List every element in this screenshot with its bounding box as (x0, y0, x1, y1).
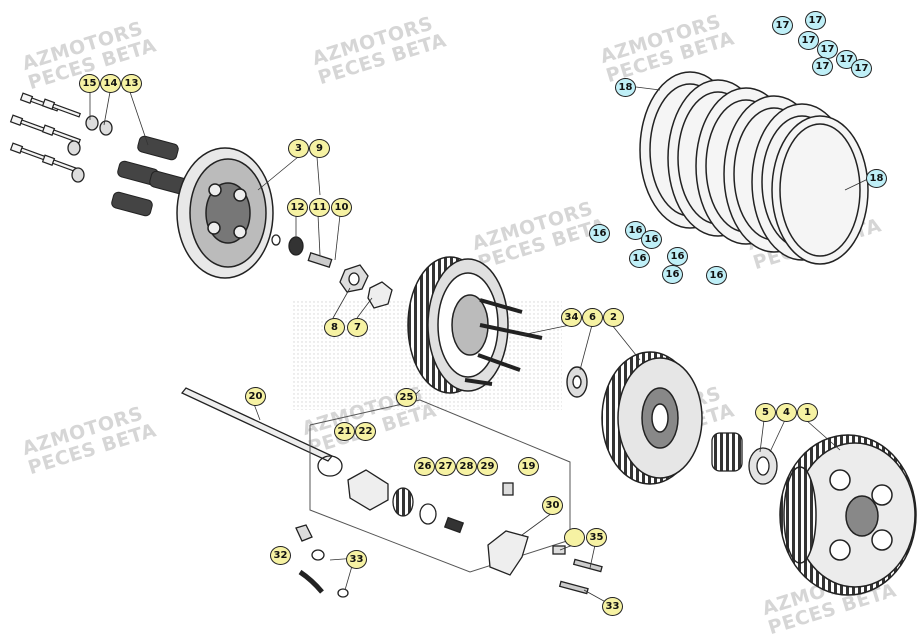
bolts-group (9, 92, 81, 174)
callout-part-33[interactable]: 35 (586, 528, 607, 547)
clutch-drum (601, 351, 703, 485)
pressure-plate (176, 147, 274, 279)
callout-part-16[interactable]: 16 (662, 265, 683, 284)
callout-part-10[interactable]: 10 (331, 198, 352, 217)
thrust-washer (566, 366, 588, 398)
callout-part-20[interactable]: 20 (245, 387, 266, 406)
callout-part-24[interactable]: 26 (414, 457, 435, 476)
callout-part-29[interactable]: 32 (270, 546, 291, 565)
small-bearing-parts (271, 234, 333, 269)
callout-part-30[interactable]: 33 (346, 550, 367, 569)
callout-part-2[interactable]: 2 (603, 308, 624, 327)
callout-part-27[interactable]: 29 (477, 457, 498, 476)
callout-part-16[interactable]: 16 (641, 230, 662, 249)
callout-part-16[interactable]: 16 (625, 221, 646, 240)
needle-bearing (711, 432, 778, 485)
clutch-plate-stack (639, 71, 869, 265)
callout-part-14[interactable]: 14 (100, 74, 121, 93)
callout-part-1[interactable]: 1 (797, 403, 818, 422)
callout-part-21[interactable]: 21 (334, 422, 355, 441)
callout-part-28[interactable]: 30 (542, 496, 563, 515)
callout-part-8[interactable]: 8 (324, 318, 345, 337)
callout-part-23[interactable]: 25 (396, 388, 417, 407)
callout-part-19[interactable]: 19 (518, 457, 539, 476)
callout-part-6[interactable]: 6 (582, 308, 603, 327)
callout-part-15[interactable]: 15 (79, 74, 100, 93)
callout-part-7[interactable]: 7 (347, 318, 368, 337)
callout-part-5[interactable]: 5 (755, 403, 776, 422)
callout-part-16[interactable]: 16 (706, 266, 727, 285)
callout-part-12[interactable]: 12 (287, 198, 308, 217)
nut-and-lockwasher (339, 264, 393, 309)
callout-part-17[interactable]: 17 (812, 57, 833, 76)
callout-part-25[interactable]: 27 (435, 457, 456, 476)
callout-part-18[interactable]: 18 (866, 169, 887, 188)
callout-part-13[interactable]: 13 (121, 74, 142, 93)
callout-part-3[interactable]: 3 (288, 139, 309, 158)
callout-part-26[interactable]: 28 (456, 457, 477, 476)
callout-part-22[interactable]: 22 (355, 422, 376, 441)
callout-part-32[interactable]: 33 (602, 597, 623, 616)
washers-group (67, 115, 113, 183)
callout-part-4[interactable]: 4 (776, 403, 797, 422)
callout-part-16[interactable]: 16 (629, 249, 650, 268)
callout-part-34[interactable] (564, 528, 585, 547)
callout-part-17[interactable]: 17 (798, 31, 819, 50)
springs-group (111, 135, 191, 217)
callout-part-17[interactable]: 17 (805, 11, 826, 30)
callout-part-17[interactable]: 17 (772, 16, 793, 35)
primary-gear (779, 434, 917, 596)
callout-part-16[interactable]: 16 (667, 247, 688, 266)
callout-part-16[interactable]: 16 (589, 224, 610, 243)
lower-assembly-parts (295, 455, 603, 598)
leader-lines (89, 86, 871, 606)
callout-part-17[interactable]: 17 (851, 59, 872, 78)
callout-part-9[interactable]: 9 (309, 139, 330, 158)
callout-part-11[interactable]: 11 (309, 198, 330, 217)
callout-part-18[interactable]: 18 (615, 78, 636, 97)
inner-clutch-hub (407, 256, 543, 394)
callout-part-35[interactable]: 34 (561, 308, 582, 327)
